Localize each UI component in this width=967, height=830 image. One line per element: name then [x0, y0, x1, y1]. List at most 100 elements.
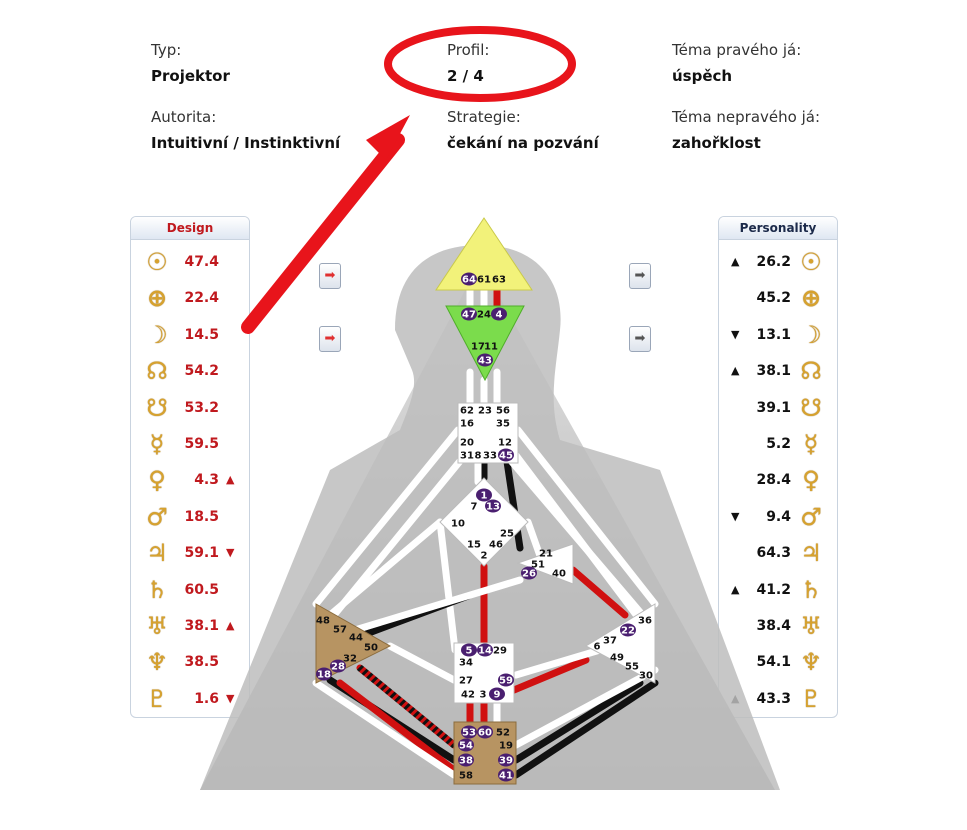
gate-number: 25 — [500, 529, 514, 540]
design-direction-mark: ▼ — [226, 691, 235, 705]
gate: 54 — [458, 738, 474, 752]
channel-line — [356, 664, 458, 749]
gate-number: 39 — [499, 756, 513, 767]
design-panel-title: Design — [131, 217, 249, 240]
gate-number: 59 — [499, 676, 513, 687]
gate-number: 38 — [459, 756, 473, 767]
gate-number: 19 — [499, 741, 513, 752]
channel-line — [502, 451, 644, 616]
saturn-icon: ♄ — [800, 575, 822, 604]
gate: 8 — [475, 451, 482, 462]
design-value: 22.4 — [184, 290, 219, 307]
gate: 42 — [461, 690, 475, 701]
design-value: 53.2 — [184, 399, 219, 416]
design-value: 59.1 — [184, 545, 219, 562]
design-row: ☽14.5 — [131, 320, 249, 350]
gate: 24 — [477, 310, 491, 321]
gate: 30 — [639, 671, 653, 682]
strategie-value: čekání na pozvání — [447, 134, 599, 152]
info-tema-nepraveho: Téma nepravého já: zahořklost — [672, 107, 820, 153]
personality-row: ☿5.2 — [719, 429, 837, 459]
gate: 4 — [491, 307, 507, 321]
gate-highlight — [521, 566, 537, 580]
channel-line — [336, 679, 458, 774]
typ-label: Typ: — [151, 41, 182, 59]
personality-value: 38.1 — [756, 363, 791, 380]
design-value: 14.5 — [184, 326, 219, 343]
personality-row: ☉26.2▲ — [719, 247, 837, 277]
personality-value: 28.4 — [756, 472, 791, 489]
north-node-icon: ☊ — [800, 357, 822, 386]
tema-prave-label: Téma pravého já: — [672, 41, 802, 59]
gate-number: 11 — [484, 342, 498, 353]
gate-number: 23 — [478, 406, 492, 417]
gate: 16 — [460, 419, 474, 430]
arrow-right-icon: ➡ — [634, 331, 646, 346]
design-next-button-2[interactable]: ➡ — [319, 326, 341, 352]
gate-number: 37 — [603, 636, 617, 647]
design-value: 47.4 — [184, 254, 219, 270]
gate-number: 55 — [625, 662, 639, 673]
gate-highlight — [477, 725, 493, 739]
solar-plexus-center — [584, 603, 656, 684]
gate: 27 — [459, 676, 473, 687]
personality-panel: Personality ☉26.2▲⊕45.2☽13.1▼☊38.1▲☋39.1… — [718, 216, 838, 718]
gate-number: 9 — [494, 690, 501, 701]
gate-number: 41 — [499, 771, 513, 782]
gate: 48 — [316, 616, 330, 627]
gate: 58 — [459, 771, 473, 782]
info-typ: Typ: Projektor — [151, 40, 230, 86]
personality-value: 41.2 — [756, 581, 791, 598]
design-next-button[interactable]: ➡ — [319, 263, 341, 289]
gate: 32 — [343, 654, 357, 665]
arrow-right-icon: ➡ — [324, 268, 336, 283]
gate-highlight — [461, 307, 477, 321]
gate-number: 32 — [343, 654, 357, 665]
personality-row: ♆54.1 — [719, 647, 837, 677]
gate-highlight — [498, 753, 514, 767]
autorita-value: Intuitivní / Instinktivní — [151, 134, 341, 152]
design-row: ♅38.1▲ — [131, 611, 249, 641]
gate-number: 15 — [467, 540, 481, 551]
gate-highlight — [498, 768, 514, 782]
channel-line — [312, 426, 462, 608]
gate: 45 — [498, 448, 514, 462]
channel-line — [326, 518, 444, 619]
gate: 22 — [620, 623, 636, 637]
personality-direction-mark: ▼ — [731, 509, 740, 523]
gate-number: 53 — [462, 728, 476, 739]
arrow-right-icon: ➡ — [634, 268, 646, 283]
gate-highlight — [498, 448, 514, 462]
personality-next-button-2[interactable]: ➡ — [629, 326, 651, 352]
personality-next-button[interactable]: ➡ — [629, 263, 651, 289]
gate-number: 21 — [539, 549, 553, 560]
design-direction-mark: ▲ — [226, 619, 235, 632]
gate-number: 4 — [496, 310, 503, 321]
personality-row: ♅38.4 — [719, 611, 837, 641]
design-value: 38.1 — [184, 618, 219, 634]
gate-number: 18 — [317, 670, 331, 681]
gate-number: 3 — [480, 690, 487, 701]
mercury-icon: ☿ — [803, 430, 819, 458]
gate-number: 60 — [478, 728, 492, 739]
design-value: 18.5 — [184, 508, 219, 525]
gate: 29 — [493, 646, 507, 657]
gate: 2 — [481, 551, 488, 562]
personality-value: 38.4 — [756, 618, 791, 634]
gate: 51 — [531, 560, 545, 571]
design-row: ☿59.5 — [131, 429, 249, 459]
gate-number: 40 — [552, 569, 566, 580]
gate-number: 58 — [459, 771, 473, 782]
mars-icon: ♂ — [146, 502, 168, 531]
design-value: 1.6 — [194, 690, 219, 707]
gate-number: 63 — [492, 275, 506, 286]
info-autorita: Autorita: Intuitivní / Instinktivní — [151, 107, 340, 153]
gate-number: 54 — [459, 741, 473, 752]
gate: 33 — [483, 451, 497, 462]
gate-number: 33 — [483, 451, 497, 462]
gate: 28 — [330, 659, 346, 673]
gate-number: 22 — [621, 626, 635, 637]
channel-line — [514, 426, 659, 608]
gate: 25 — [500, 529, 514, 540]
